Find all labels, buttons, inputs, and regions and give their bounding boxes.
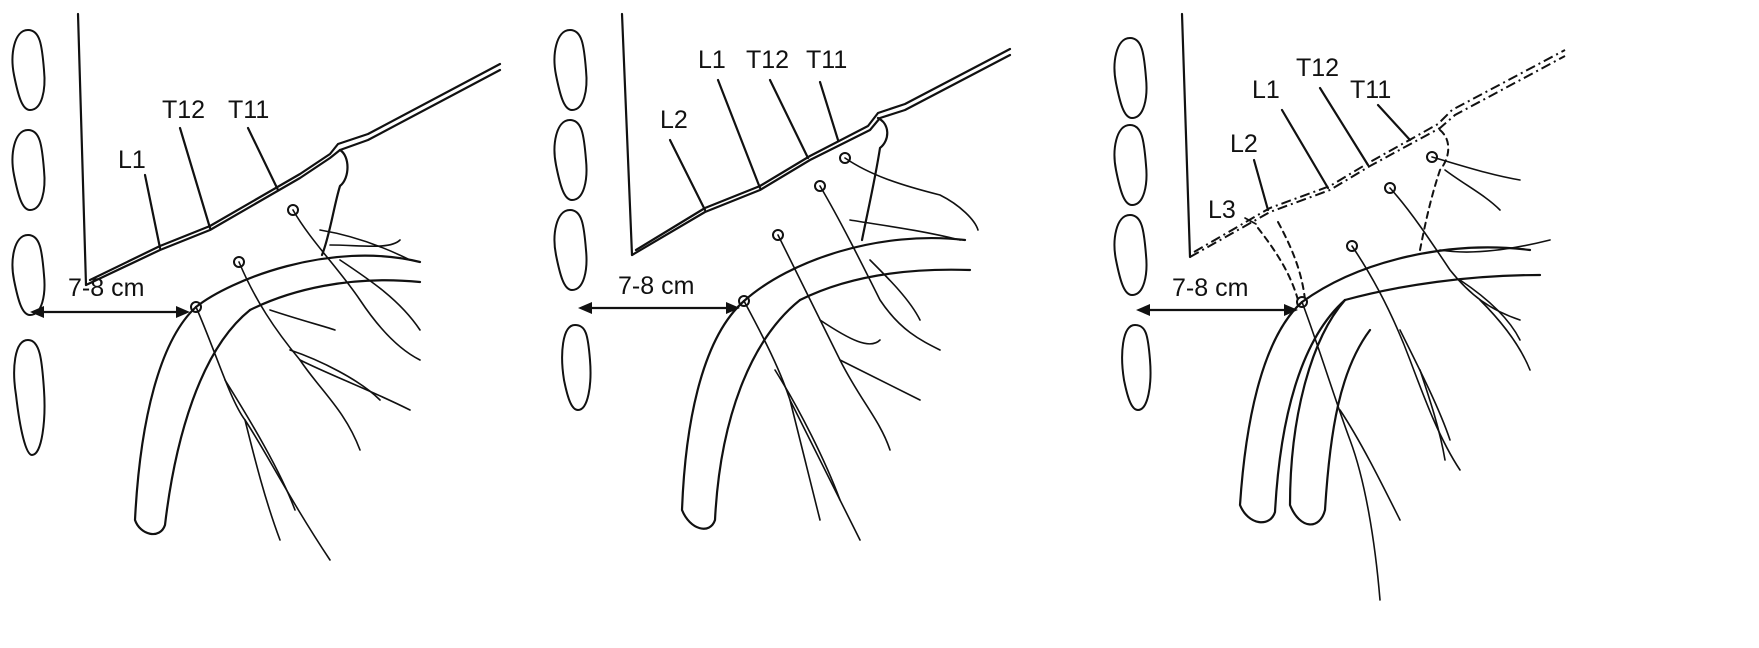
- label-T11: T11: [1350, 76, 1391, 104]
- label-T12: T12: [1296, 54, 1339, 82]
- vertebra: [13, 235, 45, 315]
- nerve-branch: [820, 186, 940, 350]
- vertebra: [1115, 38, 1147, 118]
- nerve-branch: [340, 260, 420, 330]
- label-L1: L1: [1252, 76, 1280, 104]
- label-T11: T11: [228, 96, 269, 124]
- nerve-branch: [1390, 188, 1520, 320]
- vertebrae-column: [13, 30, 45, 455]
- nerve-T11: [1378, 105, 1410, 140]
- nerve-L2: [670, 140, 705, 210]
- nerve-hook: [862, 118, 887, 240]
- nerve-branch: [290, 350, 380, 400]
- label-L2: L2: [1230, 130, 1258, 158]
- vertebra: [1115, 125, 1147, 205]
- thigh-outline-second: [1290, 300, 1370, 524]
- nerve-branch: [293, 210, 420, 360]
- thigh-outline: [682, 300, 800, 529]
- vertebra: [13, 30, 45, 110]
- thigh-outline: [1240, 300, 1345, 522]
- nerve-branch: [790, 400, 820, 520]
- nerve-branch: [870, 260, 920, 320]
- body-outline: [622, 14, 632, 255]
- nerve-dashed-branch: [1258, 228, 1298, 300]
- label-L2: L2: [660, 106, 688, 134]
- label-L1: L1: [118, 146, 146, 174]
- body-outline: [78, 14, 86, 285]
- nerve-L1: [718, 80, 760, 188]
- nerve-branch: [820, 320, 880, 344]
- nerve-branch: [744, 301, 860, 540]
- vertebra: [14, 340, 44, 455]
- nerve-branch: [1432, 157, 1520, 180]
- vertebra: [555, 120, 587, 200]
- nerve-branch: [245, 420, 280, 540]
- nerve-branch: [270, 310, 335, 330]
- vertebra: [13, 130, 45, 210]
- nerve-branch: [850, 220, 960, 240]
- nerve-T11: [820, 82, 838, 140]
- thigh-outline-inner: [1345, 275, 1540, 300]
- distance-label: 7-8 cm: [618, 272, 694, 300]
- iliac-crest-line-inner: [90, 64, 500, 280]
- label-L1: L1: [698, 46, 726, 74]
- vertebra: [555, 210, 587, 290]
- nerve-branch: [1340, 410, 1400, 520]
- nerve-branch: [1480, 300, 1530, 370]
- nerve-branch: [845, 158, 978, 230]
- vertebra: [1115, 215, 1147, 295]
- panel-1: L1 T12 T11 7-8 cm: [13, 14, 500, 560]
- nerve-L1: [1282, 110, 1328, 188]
- nerve-L1: [145, 175, 160, 248]
- label-T12: T12: [162, 96, 205, 124]
- vertebra: [562, 325, 590, 410]
- nerve-branch: [1445, 170, 1500, 210]
- nerve-branch: [1302, 302, 1380, 600]
- thigh-outline-outer: [1302, 247, 1530, 302]
- label-T12: T12: [746, 46, 789, 74]
- thigh-outline: [135, 307, 250, 534]
- distance-label: 7-8 cm: [68, 274, 144, 302]
- nerve-branch: [196, 307, 330, 560]
- arrowhead-left: [578, 302, 592, 314]
- vertebra: [1122, 325, 1150, 410]
- panel-3: L3 L2 L1 T12 T11 7-8 cm: [1115, 14, 1565, 600]
- nerve-branch: [1440, 240, 1550, 252]
- nerve-T12: [770, 80, 808, 158]
- thigh-outline-inner: [250, 280, 420, 310]
- nerve-T12: [180, 128, 210, 228]
- panel-2: L2 L1 T12 T11 7-8 cm: [555, 14, 1010, 540]
- nerve-hook: [322, 150, 348, 255]
- nerve-dashed-branch: [1278, 222, 1305, 300]
- nerve-branch: [300, 360, 410, 410]
- label-T11: T11: [806, 46, 847, 74]
- nerve-branch: [239, 262, 360, 450]
- vertebrae-column: [555, 30, 591, 410]
- vertebrae-column: [1115, 38, 1151, 410]
- label-L3: L3: [1208, 196, 1236, 224]
- nerve-branch: [840, 360, 920, 400]
- nerve-T11: [248, 128, 278, 190]
- nerve-branch: [1352, 246, 1460, 470]
- distance-label: 7-8 cm: [1172, 274, 1248, 302]
- vertebra: [555, 30, 587, 110]
- body-outline: [1182, 14, 1190, 257]
- arrowhead-left: [1136, 304, 1150, 316]
- nerve-L2: [1254, 160, 1268, 210]
